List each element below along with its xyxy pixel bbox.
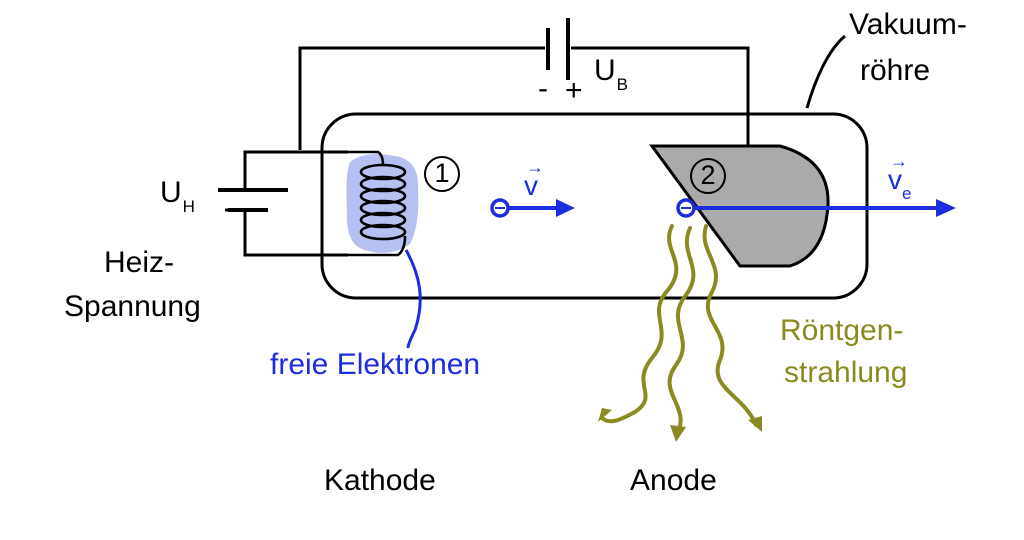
vacuum-tube-label-line1: Vakuum- bbox=[849, 8, 967, 41]
u-b-subscript: B bbox=[616, 75, 629, 94]
heater-wire bbox=[225, 150, 348, 257]
xray-waves bbox=[600, 224, 758, 434]
exit-velocity-subscript: e bbox=[902, 184, 912, 203]
vacuum-tube-label-line2: röhre bbox=[860, 54, 931, 87]
tube-label-pointer bbox=[805, 34, 846, 109]
marker-2: 2 bbox=[690, 158, 726, 194]
xray-label-line1: Röntgen- bbox=[780, 314, 904, 347]
cathode-label: Kathode bbox=[324, 464, 436, 497]
exit-velocity-main: v bbox=[888, 164, 902, 195]
vector-arrow-icon: → bbox=[526, 157, 544, 177]
velocity-main: v bbox=[524, 170, 538, 201]
u-h-label: UH bbox=[160, 176, 195, 224]
u-h-main: U bbox=[160, 176, 182, 209]
anode-supply-wire bbox=[298, 46, 750, 150]
xray-label-line2: strahlung bbox=[784, 356, 908, 389]
vector-arrow-icon: → bbox=[890, 151, 908, 171]
xray-arrowheads bbox=[598, 408, 762, 442]
exit-velocity-label: → ve bbox=[888, 152, 912, 208]
cathode-coil bbox=[348, 150, 407, 257]
heater-label-line2: Spannung bbox=[64, 290, 201, 323]
electron-exit bbox=[676, 198, 956, 218]
u-b-main: U bbox=[594, 54, 616, 87]
velocity-label: → v bbox=[524, 158, 544, 201]
minus-sign: - bbox=[538, 72, 548, 105]
electron-moving bbox=[490, 198, 575, 218]
free-electrons-pointer bbox=[404, 249, 422, 349]
u-b-label: UB bbox=[594, 54, 628, 102]
anode-label: Anode bbox=[630, 464, 717, 497]
u-h-subscript: H bbox=[182, 197, 195, 216]
heater-label-line1: Heiz- bbox=[104, 246, 175, 279]
free-electrons-label: freie Elektronen bbox=[270, 348, 481, 381]
marker-1: 1 bbox=[424, 156, 460, 192]
plus-sign: + bbox=[565, 74, 583, 107]
